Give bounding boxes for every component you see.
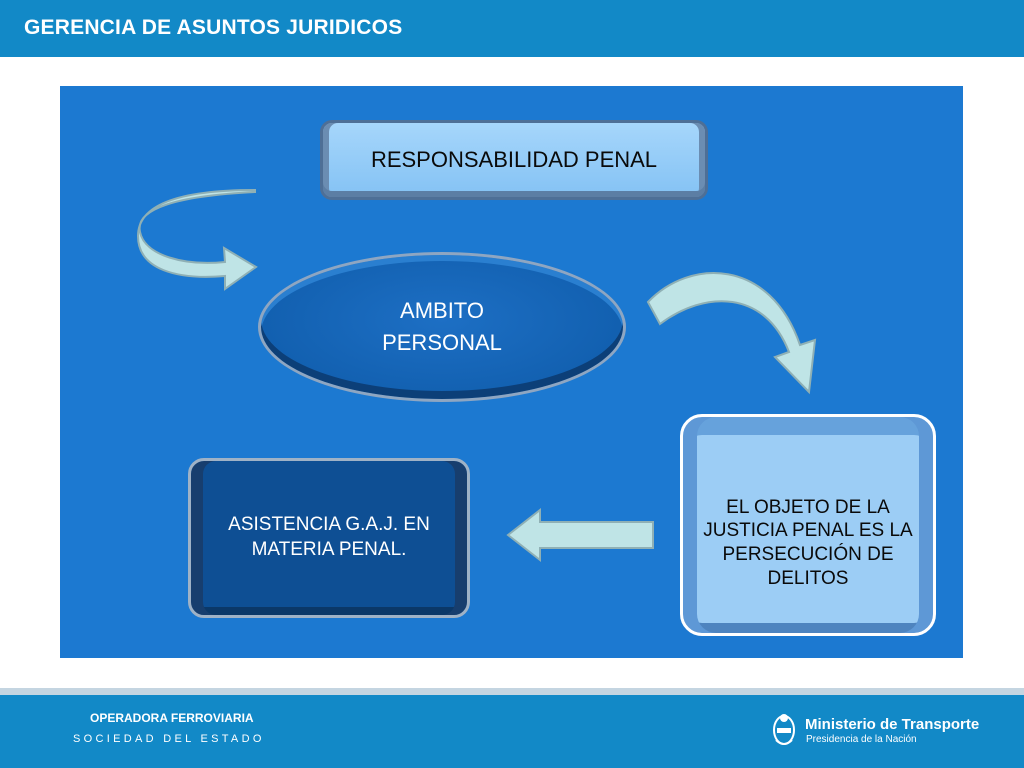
header-bar: GERENCIA DE ASUNTOS JURIDICOS [0, 0, 1024, 57]
footer-stripe [0, 688, 1024, 695]
responsabilidad-penal-box: RESPONSABILIDAD PENAL [320, 120, 708, 200]
ministry-subtitle: Presidencia de la Nación [806, 734, 917, 745]
footer-bar [0, 695, 1024, 768]
objeto-label: EL OBJETO DE LA JUSTICIA PENAL ES LA PER… [703, 496, 913, 589]
argentina-coat-of-arms-icon [773, 714, 795, 745]
curved-arrow-left-icon [136, 188, 258, 291]
objeto-justicia-box: EL OBJETO DE LA JUSTICIA PENAL ES LA PER… [680, 414, 936, 636]
curved-arrow-right-icon [646, 272, 817, 395]
asistencia-box: ASISTENCIA G.A.J. EN MATERIA PENAL. [188, 458, 470, 618]
ambito-personal-ellipse: AMBITO PERSONAL [258, 252, 626, 402]
left-arrow-icon [506, 507, 654, 563]
ministry-name: Ministerio de Transporte [805, 716, 980, 733]
page-title: GERENCIA DE ASUNTOS JURIDICOS [24, 16, 403, 39]
ambito-line1: AMBITO [400, 298, 484, 324]
asistencia-label: ASISTENCIA G.A.J. EN MATERIA PENAL. [228, 514, 430, 560]
ambito-line2: PERSONAL [382, 330, 502, 355]
org-subtitle: SOCIEDAD DEL ESTADO [73, 733, 265, 745]
responsabilidad-label: RESPONSABILIDAD PENAL [370, 147, 658, 172]
org-name: OPERADORA FERROVIARIA [90, 711, 254, 725]
